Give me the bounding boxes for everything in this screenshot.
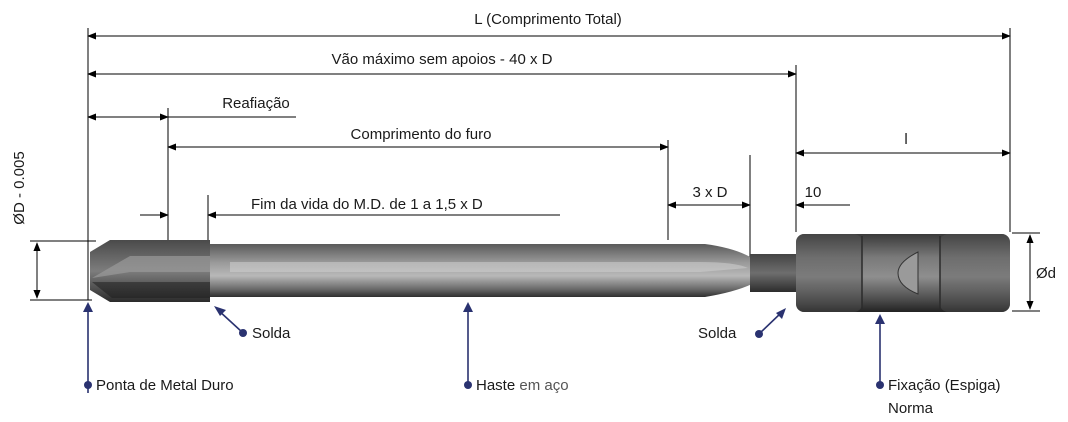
label-l-small: l <box>904 131 907 148</box>
label-three-d: 3 x D <box>692 184 727 201</box>
pointer-weld-right <box>759 311 783 334</box>
pointer-shaft-arrow <box>463 302 473 312</box>
pointer-weld-left-dot <box>239 329 247 337</box>
shaft-neck <box>750 254 800 292</box>
label-shaft: Haste em aço <box>476 377 569 394</box>
label-shank-line1: Fixação (Espiga) <box>888 377 1001 394</box>
label-total-length: L (Comprimento Total) <box>474 11 622 28</box>
pointer-tip-dot <box>84 381 92 389</box>
pointer-tip-arrow <box>83 302 93 312</box>
tip-edge <box>92 282 210 298</box>
shaft-flute <box>230 262 748 272</box>
label-shank-diameter: Ød <box>1036 265 1056 282</box>
tip-facet <box>92 256 210 278</box>
shank-left-band <box>796 234 862 312</box>
label-shaft-rest: em aço <box>519 377 568 394</box>
label-ten: 10 <box>805 184 822 201</box>
shank-clamp-flat <box>897 251 919 295</box>
label-tip: Ponta de Metal Duro <box>96 377 234 394</box>
pointer-shank-arrow <box>875 314 885 324</box>
label-shaft-bold: Haste <box>476 377 515 394</box>
shank-right-band <box>940 234 1010 312</box>
pointer-shaft-dot <box>464 381 472 389</box>
label-shank-line2: Norma <box>888 400 934 417</box>
label-resharpening: Reafiação <box>222 95 290 112</box>
label-weld-right: Solda <box>698 325 737 342</box>
pointer-weld-right-arrow <box>776 308 786 319</box>
pointer-weld-right-dot <box>755 330 763 338</box>
drill-tool <box>90 234 1010 312</box>
pointer-shank-dot <box>876 381 884 389</box>
label-hole-length: Comprimento do furo <box>351 126 492 143</box>
label-diameter-tolerance: ØD - 0.005 <box>11 151 28 224</box>
label-weld-left: Solda <box>252 325 291 342</box>
label-end-of-life: Fim da vida do M.D. de 1 a 1,5 x D <box>251 196 483 213</box>
pointer-weld-left-arrow <box>214 306 226 316</box>
label-max-span: Vão máximo sem apoios - 40 x D <box>332 51 553 68</box>
